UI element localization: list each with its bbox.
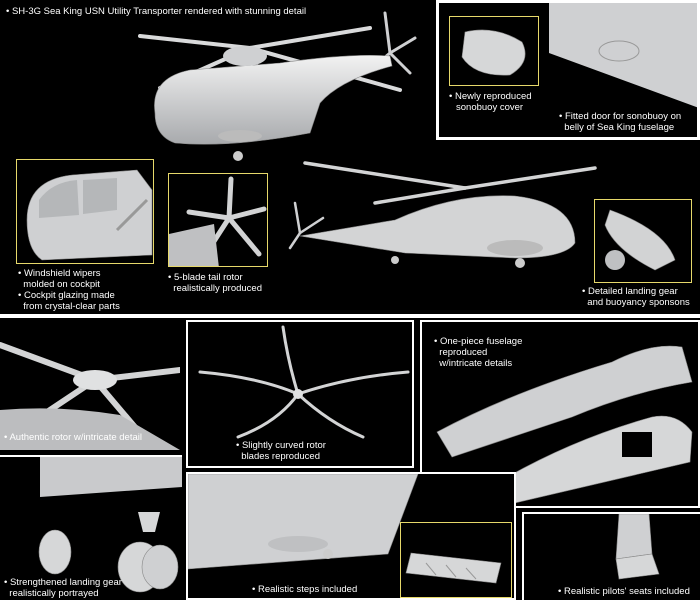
- sponson-caption: • Detailed landing gear and buoyancy spo…: [582, 286, 690, 308]
- cockpit-callout-box: [16, 159, 154, 264]
- sonobuoy-cover-caption: • Newly reproduced sonobuoy cover: [449, 91, 532, 113]
- curved-blades-panel: • Slightly curved rotor blades reproduce…: [186, 320, 414, 468]
- sonobuoy-panel: • Newly reproduced sonobuoy cover • Fitt…: [436, 0, 700, 140]
- sonobuoy-cover-box: [449, 16, 539, 86]
- landing-gear-caption: • Strengthened landing gear realisticall…: [4, 577, 122, 599]
- sea-king-side-render: [288, 161, 597, 268]
- authentic-rotor-caption: • Authentic rotor w/intricate detail: [4, 432, 142, 443]
- fuselage-caption: • One-piece fuselage reproduced w/intric…: [434, 336, 523, 369]
- seats-caption: • Realistic pilots' seats included: [558, 586, 690, 597]
- top-section: • SH-3G Sea King USN Utility Transporter…: [6, 0, 700, 312]
- tail-rotor-caption: • 5-blade tail rotor realistically produ…: [168, 272, 262, 294]
- steps-callout-box: [400, 522, 512, 598]
- section-divider: [0, 314, 700, 318]
- curved-blades-caption: • Slightly curved rotor blades reproduce…: [236, 440, 326, 462]
- authentic-rotor-panel: • Authentic rotor w/intricate detail: [0, 320, 180, 450]
- steps-panel: • Realistic steps included: [186, 472, 516, 600]
- sea-king-main-render: [138, 11, 417, 161]
- top-banner: • SH-3G Sea King USN Utility Transporter…: [6, 6, 307, 17]
- tail-rotor-callout-box: [168, 173, 268, 267]
- cockpit-caption: • Windshield wipers molded on cockpit • …: [18, 268, 120, 312]
- sponson-callout-box: [594, 199, 692, 283]
- seats-panel: • Realistic pilots' seats included: [522, 512, 700, 600]
- landing-gear-panel: • Strengthened landing gear realisticall…: [0, 455, 182, 600]
- sonobuoy-door-caption: • Fitted door for sonobuoy on belly of S…: [559, 111, 682, 133]
- steps-caption: • Realistic steps included: [252, 584, 358, 595]
